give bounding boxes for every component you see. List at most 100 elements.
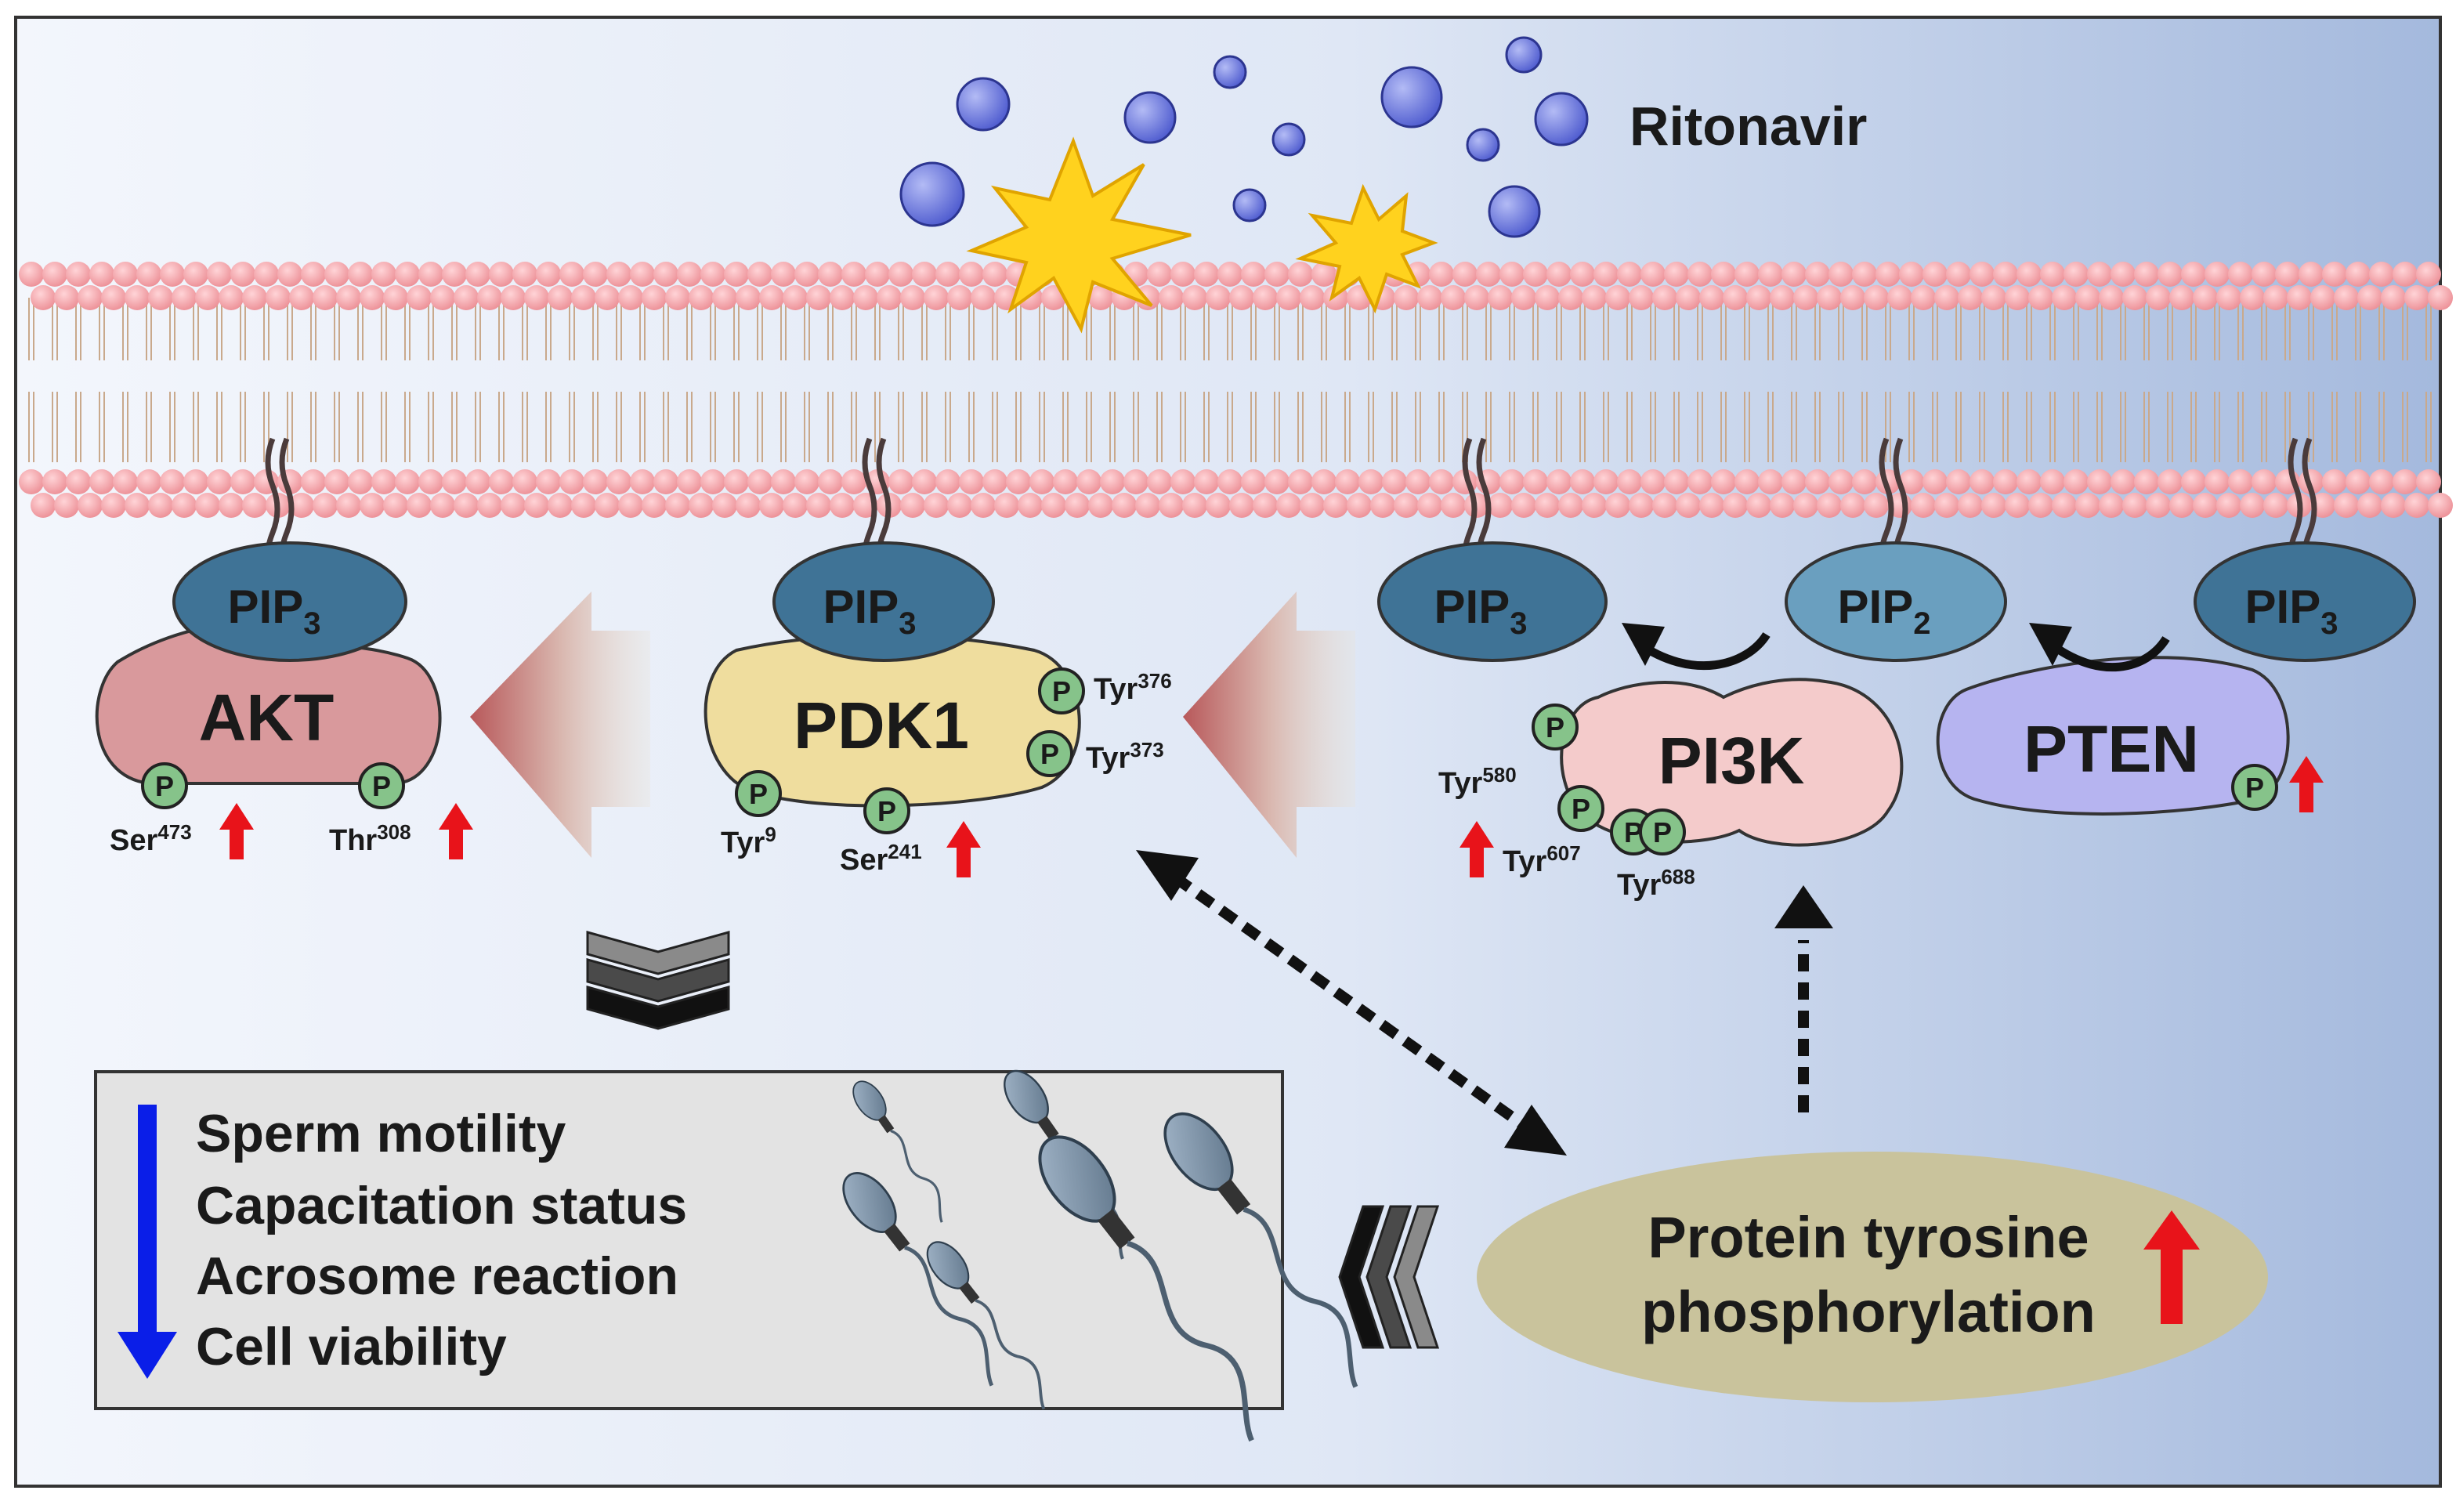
- lipid-head-inner: [571, 493, 596, 518]
- lipid-head-inner: [1781, 469, 1807, 494]
- lipid-head-inner: [348, 469, 373, 494]
- lipid-head-outer: [982, 262, 1007, 287]
- lipid-head-outer: [1676, 285, 1701, 310]
- lipid-head-inner: [912, 469, 937, 494]
- lipid-head-inner: [712, 493, 737, 518]
- lipid-head-inner: [2428, 493, 2453, 518]
- lipid-head-outer: [2287, 285, 2312, 310]
- lipid-head-inner: [1582, 493, 1607, 518]
- ritonavir-molecules: [899, 36, 1589, 238]
- lipid-head-outer: [101, 285, 126, 310]
- lipid-head-outer: [1934, 285, 1959, 310]
- lipid-head-inner: [301, 469, 326, 494]
- lipid-head-inner: [900, 493, 925, 518]
- lipid-head-inner: [724, 469, 749, 494]
- burst-large-shape: [966, 136, 1192, 334]
- lipid-head-outer: [865, 262, 890, 287]
- lipid-head-outer: [2087, 262, 2112, 287]
- lipid-head-outer: [2122, 285, 2147, 310]
- lipid-head-outer: [89, 262, 114, 287]
- lipid-head-outer: [830, 285, 855, 310]
- lipid-head-inner: [1558, 493, 1583, 518]
- lipid-head-inner: [1723, 493, 1748, 518]
- sperm-midpiece: [1217, 1178, 1251, 1215]
- lipid-head-outer: [1417, 285, 1442, 310]
- ritonavir-bead: [1232, 188, 1267, 222]
- lipid-head-outer: [277, 262, 302, 287]
- lipid-head-outer: [595, 285, 620, 310]
- lipid-head-inner: [1593, 469, 1619, 494]
- lipid-head-outer: [1523, 262, 1548, 287]
- lipid-head-inner: [2193, 493, 2218, 518]
- lipid-head-outer: [888, 262, 913, 287]
- lipid-head-inner: [442, 469, 467, 494]
- increase-arrow-shaft: [957, 845, 971, 877]
- lipid-head-outer: [1911, 285, 1936, 310]
- lipid-head-inner: [1217, 469, 1242, 494]
- lipid-head-outer: [1652, 285, 1677, 310]
- lipid-head-outer: [1311, 262, 1337, 287]
- lipid-head-outer: [2346, 262, 2371, 287]
- lipid-head-inner: [630, 469, 655, 494]
- lipid-head-inner: [1911, 493, 1936, 518]
- lipid-head-inner: [1699, 493, 1724, 518]
- lipid-head-inner: [1053, 469, 1078, 494]
- lipid-head-inner: [1758, 469, 1783, 494]
- lipid-head-outer: [2040, 262, 2065, 287]
- lipid-head-outer: [289, 285, 314, 310]
- lipid-head-inner: [1958, 493, 1983, 518]
- outcome-item-1: Sperm motility: [196, 1104, 566, 1163]
- lipid-head-inner: [2228, 469, 2253, 494]
- lipid-head-outer: [818, 262, 843, 287]
- lipid-head-outer: [548, 285, 573, 310]
- lipid-head-outer: [1770, 285, 1795, 310]
- lipid-head-inner: [642, 493, 667, 518]
- pdk1-tyr9-label: Tyr9: [721, 823, 776, 859]
- lipid-head-inner: [1793, 493, 1818, 518]
- lipid-head-inner: [2357, 493, 2382, 518]
- lipid-head-inner: [595, 493, 620, 518]
- lipid-head-outer: [1781, 262, 1807, 287]
- sperm-midpiece: [1098, 1209, 1135, 1250]
- lipid-head-outer: [1511, 285, 1536, 310]
- lipid-head-inner: [971, 493, 996, 518]
- lipid-head-outer: [1253, 285, 1278, 310]
- lipid-head-inner: [665, 493, 690, 518]
- phospho-circle: [2231, 764, 2278, 811]
- lipid-head-inner: [2416, 469, 2441, 494]
- lipid-head-inner: [430, 493, 455, 518]
- phospho-circle: [735, 770, 782, 817]
- lipid-head-outer: [1206, 285, 1231, 310]
- lipid-head-outer: [642, 285, 667, 310]
- lipid-head-outer: [254, 262, 279, 287]
- lipid-head-inner: [2181, 469, 2206, 494]
- lipid-head-inner: [747, 469, 772, 494]
- lipid-head-outer: [2146, 285, 2171, 310]
- lipid-head-inner: [1394, 493, 1419, 518]
- lipid-head-outer: [348, 262, 373, 287]
- lipid-head-inner: [1605, 493, 1630, 518]
- lipid-head-outer: [2005, 285, 2030, 310]
- lipid-head-inner: [1300, 493, 1325, 518]
- lipid-head-inner: [78, 493, 103, 518]
- lipid-head-inner: [1194, 469, 1219, 494]
- lipid-head-outer: [430, 285, 455, 310]
- akt-thr-label: Thr308: [329, 820, 411, 857]
- sperm-tail: [975, 1299, 1046, 1410]
- increase-arrow-shaft: [1470, 845, 1484, 877]
- lipid-head-outer: [31, 285, 56, 310]
- sperm-tail: [1126, 1240, 1254, 1442]
- lipid-head-inner: [1570, 469, 1595, 494]
- lipid-head-inner: [31, 493, 56, 518]
- lipid-head-inner: [548, 493, 573, 518]
- lipid-head-outer: [407, 285, 432, 310]
- lipid-head-outer: [1194, 262, 1219, 287]
- lipid-head-outer: [324, 262, 349, 287]
- lipid-head-outer: [689, 285, 714, 310]
- lipid-head-outer: [160, 262, 185, 287]
- lipid-head-outer: [1664, 262, 1689, 287]
- lipid-head-outer: [1159, 285, 1184, 310]
- lipid-head-inner: [1687, 469, 1713, 494]
- ritonavir-bead: [956, 77, 1011, 132]
- lipid-head-inner: [207, 469, 232, 494]
